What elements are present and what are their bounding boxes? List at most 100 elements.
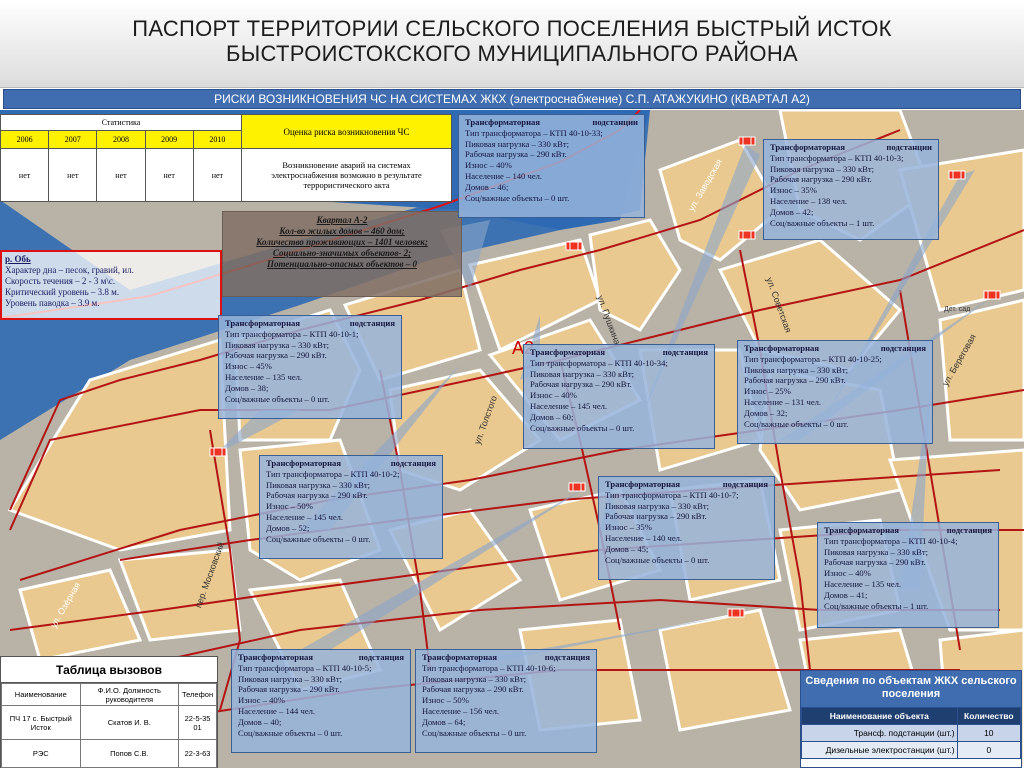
tbox-line: Соц/важные объекты – 0 шт.: [744, 418, 849, 429]
tbox-line: Износ – 25%: [744, 386, 791, 397]
page-header: ПАСПОРТ ТЕРРИТОРИИ СЕЛЬСКОГО ПОСЕЛЕНИЯ Б…: [0, 0, 1024, 88]
info-cell: 10: [956, 724, 1022, 742]
transformer-box[interactable]: Трансформаторная подстанция Тип трансформ…: [817, 522, 999, 628]
tbox-line: Износ – 40%: [238, 695, 285, 706]
tbox-line: Пиковая нагрузка – 330 кВт;: [465, 138, 570, 149]
calls-header: Наименование: [1, 683, 81, 706]
transformer-box[interactable]: Трансформаторная подстанция Тип трансформ…: [523, 344, 715, 449]
tbox-line: Домов – 45;: [605, 543, 649, 554]
transformer-marker-icon[interactable]: [948, 170, 966, 180]
tbox-line: Пиковая нагрузка – 330 кВт;: [770, 163, 875, 174]
tbox-line: Пиковая нагрузка – 330 кВт;: [266, 479, 371, 490]
tbox-line: Тип трансформатора – КТП 40-10-34;: [530, 357, 668, 368]
value-cell: нет: [96, 148, 146, 202]
transformer-marker-icon[interactable]: [565, 241, 583, 251]
tbox-title-b: подстанция: [722, 479, 768, 489]
page-title-line-1: ПАСПОРТ ТЕРРИТОРИИ СЕЛЬСКОГО ПОСЕЛЕНИЯ Б…: [132, 16, 892, 41]
tbox-line: Износ – 40%: [465, 160, 512, 171]
info-cell: Дизельные электростанции (шт.): [801, 741, 958, 759]
tbox-title-a: Трансформаторная: [530, 347, 605, 357]
calls-cell: 22-3-63: [178, 739, 217, 768]
value-cell: нет: [144, 148, 194, 202]
value-cell: нет: [192, 148, 243, 202]
calls-table: Таблица вызовов Наименование Ф.И.О. Долж…: [0, 656, 218, 768]
tbox-line: Рабочая нагрузка – 290 кВт.: [238, 684, 340, 695]
quarter-line: Социально-значимых объектов- 2;: [272, 248, 412, 258]
tbox-line: Население – 140 чел.: [465, 170, 543, 181]
transformer-marker-icon[interactable]: [738, 230, 756, 240]
transformer-marker-icon[interactable]: [568, 482, 586, 492]
tbox-line: Тип трансформатора – КТП 40-10-5;: [238, 662, 372, 673]
river-info-box: р. Обь Характер дна – песок, гравий, ил.…: [0, 250, 222, 320]
tbox-line: Рабочая нагрузка – 290 кВт.: [744, 375, 846, 386]
tbox-title-a: Трансформаторная: [225, 318, 300, 328]
quarter-line: Квартал А-2: [316, 215, 368, 225]
tbox-line: Пиковая нагрузка – 330 кВт;: [422, 673, 527, 684]
calls-cell: Попов С.В.: [79, 739, 180, 768]
tbox-line: Рабочая нагрузка – 290 кВт.: [605, 511, 707, 522]
tbox-line: Износ – 50%: [266, 501, 313, 512]
info-cell: Трансф. подстанции (шт.): [801, 724, 958, 742]
year-cell: 2010: [192, 130, 243, 149]
tbox-title-a: Трансформаторная: [266, 458, 341, 468]
river-line: Уровень паводка – 3.9 м.: [5, 298, 100, 308]
tbox-line: Рабочая нагрузка – 290 кВт.: [465, 149, 567, 160]
tbox-line: Население – 145 чел.: [266, 511, 344, 522]
info-header: Количество: [956, 707, 1022, 725]
tbox-line: Соц/важные объекты – 0 шт.: [225, 393, 330, 404]
tbox-title-a: Трансформаторная: [422, 652, 497, 662]
tbox-line: Домов – 60;: [530, 411, 574, 422]
tbox-line: Пиковая нагрузка – 330 кВт;: [530, 368, 635, 379]
quarter-line: Количество проживающих – 1401 человек;: [256, 237, 428, 247]
tbox-line: Пиковая нагрузка – 330 кВт;: [225, 339, 330, 350]
tbox-line: Износ – 35%: [605, 522, 652, 533]
tbox-title-b: подстанция: [662, 347, 708, 357]
info-title: Сведения по объектам ЖКХ сельского посел…: [801, 671, 1021, 707]
tbox-line: Домов – 52;: [266, 522, 310, 533]
tbox-line: Износ – 50%: [422, 695, 469, 706]
tbox-line: Соц/важные объекты – 0 шт.: [605, 554, 710, 565]
tbox-title-a: Трансформаторная: [605, 479, 680, 489]
tbox-line: Пиковая нагрузка – 330 кВт;: [605, 500, 710, 511]
tbox-line: Рабочая нагрузка – 290 кВт.: [770, 174, 872, 185]
year-cell: 2006: [0, 130, 50, 149]
tbox-line: Соц/важные объекты – 0 шт.: [465, 192, 570, 203]
transformer-marker-icon[interactable]: [738, 136, 756, 146]
tbox-line: Тип трансформатора – КТП 40-10-3;: [770, 152, 904, 163]
kindergarten-label: Дет. сад: [944, 306, 971, 313]
tbox-line: Домов – 41;: [824, 589, 868, 600]
tbox-line: Население – 131 чел.: [744, 396, 822, 407]
housing-info-table: Сведения по объектам ЖКХ сельского посел…: [800, 670, 1022, 768]
tbox-title-b: подстанции: [592, 117, 638, 127]
transformer-marker-icon[interactable]: [209, 447, 227, 457]
calls-cell: 22-5-35 01: [178, 705, 217, 740]
transformer-marker-icon[interactable]: [983, 290, 1001, 300]
tbox-line: Износ – 45%: [225, 361, 272, 372]
tbox-title-b: подстанция: [349, 318, 395, 328]
tbox-line: Рабочая нагрузка – 290 кВт.: [422, 684, 524, 695]
tbox-line: Тип трансформатора – КТП 40-10-6;: [422, 662, 556, 673]
tbox-title-a: Трансформаторная: [824, 525, 899, 535]
tbox-line: Население – 140 чел.: [605, 532, 683, 543]
tbox-line: Износ – 40%: [530, 390, 577, 401]
tbox-title-b: подстанция: [358, 652, 404, 662]
tbox-line: Износ – 35%: [770, 185, 817, 196]
tbox-line: Население – 138 чел.: [770, 195, 848, 206]
transformer-marker-icon[interactable]: [727, 608, 745, 618]
page-title-line-2: БЫСТРОИСТОКСКОГО МУНИЦИПАЛЬНОГО РАЙОНА: [226, 41, 798, 66]
risk-text: Возникновение аварий на системах электро…: [241, 148, 452, 202]
tbox-line: Домов – 40;: [238, 716, 282, 727]
quarter-info-box: Квартал А-2 Кол-во жилых домов – 460 дом…: [222, 211, 462, 297]
tbox-line: Тип трансформатора – КТП 40-10-4;: [824, 535, 958, 546]
year-cell: 2009: [144, 130, 194, 149]
river-line: Характер дна – песок, гравий, ил.: [5, 265, 134, 275]
tbox-title-b: подстанция: [946, 525, 992, 535]
